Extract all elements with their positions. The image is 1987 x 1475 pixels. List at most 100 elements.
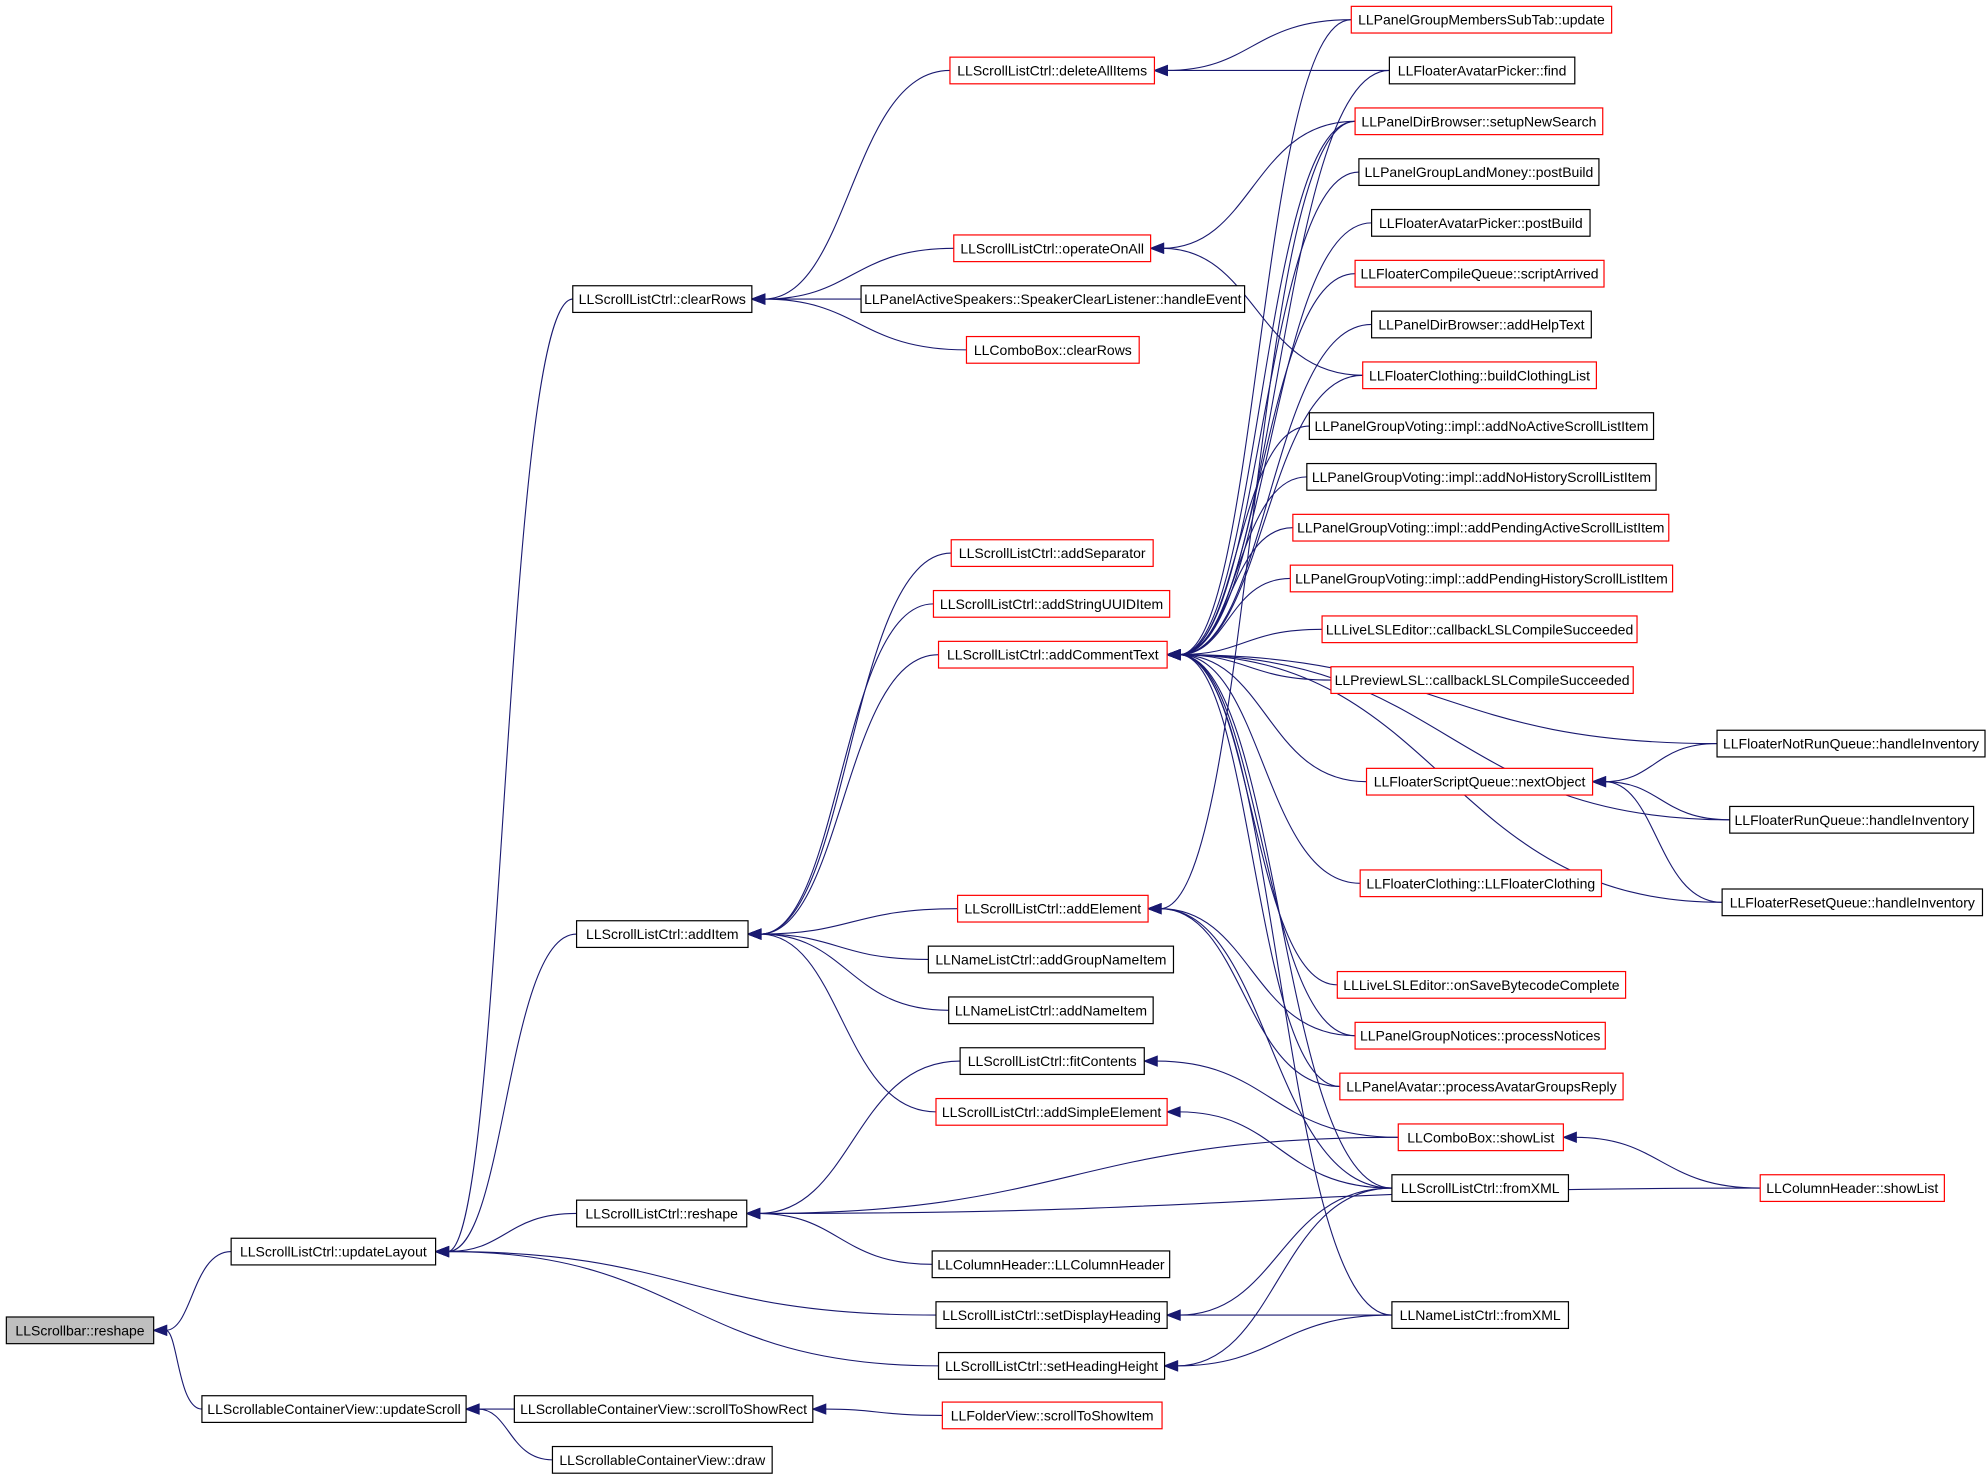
node-root[interactable]: LLScrollbar::reshape [5,1316,155,1345]
node-label: LLComboBox::showList [1407,1129,1554,1145]
node-clearRows[interactable]: LLScrollListCtrl::clearRows [572,285,753,314]
node-label: LLPanelAvatar::processAvatarGroupsReply [1346,1078,1616,1094]
node-setDisplayHeading[interactable]: LLScrollListCtrl::setDisplayHeading [935,1301,1168,1330]
node-addHelpText[interactable]: LLPanelDirBrowser::addHelpText [1370,310,1592,339]
node-addNoActive[interactable]: LLPanelGroupVoting::impl::addNoActiveScr… [1308,412,1655,441]
node-addCommentText[interactable]: LLScrollListCtrl::addCommentText [937,640,1168,669]
node-onSaveBytecode[interactable]: LLLiveLSLEditor::onSaveBytecodeComplete [1336,970,1627,999]
node-label: LLFloaterAvatarPicker::postBuild [1379,215,1583,231]
node-box [1365,767,1594,796]
edge-addStringUUID-to-addItem [760,603,934,935]
node-columnShowList[interactable]: LLColumnHeader::showList [1759,1174,1945,1203]
node-label: LLNameListCtrl::addGroupNameItem [935,951,1166,967]
node-box [937,1351,1166,1380]
node-comboClearRows[interactable]: LLComboBox::clearRows [965,335,1140,364]
edge-processNotices-to-addElement [1160,908,1356,1037]
node-fitContents[interactable]: LLScrollListCtrl::fitContents [959,1047,1145,1076]
edge-setDisplayHeading-to-updateLayout [447,1251,936,1316]
node-label: LLFloaterCompileQueue::scriptArrived [1360,266,1598,282]
node-addNameItem[interactable]: LLNameListCtrl::addNameItem [948,996,1154,1025]
node-label: LLLiveLSLEditor::onSaveBytecodeComplete [1343,977,1620,993]
edge-resetQueue-to-nextObject [1604,781,1723,903]
edge-notRunQueue-to-nextObject [1604,743,1718,783]
node-comboShowList[interactable]: LLComboBox::showList [1397,1123,1564,1152]
node-buildClothingList[interactable]: LLFloaterClothing::buildClothingList [1362,361,1597,390]
node-avatarPostBuild[interactable]: LLFloaterAvatarPicker::postBuild [1370,208,1591,237]
node-columnHeaderCtor[interactable]: LLColumnHeader::LLColumnHeader [931,1250,1171,1279]
node-box [1308,412,1655,441]
node-label: LLPanelActiveSpeakers::SpeakerClearListe… [864,291,1242,307]
node-addPendingHistory[interactable]: LLPanelGroupVoting::impl::addPendingHist… [1289,564,1674,593]
node-label: LLScrollableContainerView::updateScroll [207,1401,460,1417]
node-resetQueue[interactable]: LLFloaterResetQueue::handleInventory [1721,888,1984,917]
edge-arrowhead [811,1403,827,1415]
edge-notRunQueue-to-addCommentText [1179,654,1718,745]
edge-arrowhead [434,1245,450,1258]
node-label: LLPanelGroupVoting::impl::addNoActiveScr… [1315,418,1649,434]
node-deleteAllItems[interactable]: LLScrollListCtrl::deleteAllItems [949,56,1156,85]
node-box [1306,462,1657,491]
node-scrollToShowItem[interactable]: LLFolderView::scrollToShowItem [941,1401,1163,1430]
node-clothingCtor[interactable]: LLFloaterClothing::LLFloaterClothing [1359,869,1603,898]
node-scrollFromXML[interactable]: LLScrollListCtrl::fromXML [1391,1174,1570,1203]
node-addPendingActive[interactable]: LLPanelGroupVoting::impl::addPendingActi… [1292,513,1670,542]
node-reshape2[interactable]: LLScrollListCtrl::reshape [575,1199,748,1228]
node-nameFromXML[interactable]: LLNameListCtrl::fromXML [1391,1301,1570,1330]
node-setHeadingHeight[interactable]: LLScrollListCtrl::setHeadingHeight [937,1351,1166,1380]
node-box [948,996,1154,1025]
node-runQueue[interactable]: LLFloaterRunQueue::handleInventory [1729,805,1975,834]
node-setupNewSearch[interactable]: LLPanelDirBrowser::setupNewSearch [1354,107,1604,136]
edge-columnHeaderCtor-to-reshape2 [758,1212,933,1265]
node-box [965,335,1140,364]
node-speakerClear[interactable]: LLPanelActiveSpeakers::SpeakerClearListe… [860,285,1246,314]
node-previewCallback[interactable]: LLPreviewLSL::callbackLSLCompileSucceede… [1330,666,1634,695]
edge-arrowhead [152,1324,168,1337]
edge-columnShowList-to-comboShowList [1575,1136,1761,1189]
node-label: LLScrollListCtrl::fitContents [968,1053,1137,1069]
node-label: LLFolderView::scrollToShowItem [951,1407,1154,1423]
node-liveCallback[interactable]: LLLiveLSLEditor::callbackLSLCompileSucce… [1321,615,1638,644]
edge-arrowhead [750,293,766,305]
node-box [1397,1123,1564,1152]
edge-scrollFromXML-to-setHeadingHeight [1176,1187,1392,1367]
node-box [1336,970,1627,999]
node-addStringUUID[interactable]: LLScrollListCtrl::addStringUUIDItem [932,589,1171,618]
edge-addElement-to-addItem [760,908,958,935]
node-box [860,285,1246,314]
node-addNoHistory[interactable]: LLPanelGroupVoting::impl::addNoHistorySc… [1306,462,1657,491]
edge-columnShowList-to-reshape2 [758,1187,1761,1215]
node-box [201,1395,467,1423]
node-label: LLColumnHeader::showList [1766,1180,1938,1196]
edge-addPendingHistory-to-addCommentText [1179,577,1291,656]
edge-addHelpText-to-addCommentText [1179,323,1372,656]
node-label: LLFloaterScriptQueue::nextObject [1374,774,1586,790]
node-addElement[interactable]: LLScrollListCtrl::addElement [956,894,1149,923]
node-box [927,945,1175,974]
node-avatarFind[interactable]: LLFloaterAvatarPicker::find [1388,56,1576,85]
node-updateScroll[interactable]: LLScrollableContainerView::updateScroll [201,1395,467,1423]
node-membersUpdate[interactable]: LLPanelGroupMembersSubTab::update [1350,5,1613,34]
node-scrollToShowRect[interactable]: LLScrollableContainerView::scrollToShowR… [513,1395,814,1423]
node-label: LLScrollListCtrl::setHeadingHeight [945,1358,1158,1374]
node-scriptArrived[interactable]: LLFloaterCompileQueue::scriptArrived [1354,259,1605,288]
edge-updateScroll-to-root [165,1329,203,1410]
node-nextObject[interactable]: LLFloaterScriptQueue::nextObject [1365,767,1594,796]
node-processAvatarGroups[interactable]: LLPanelAvatar::processAvatarGroupsReply [1339,1072,1624,1101]
node-label: LLFloaterNotRunQueue::handleInventory [1723,736,1979,752]
node-notRunQueue[interactable]: LLFloaterNotRunQueue::handleInventory [1716,729,1986,758]
node-label: LLPanelGroupVoting::impl::addPendingActi… [1297,520,1664,536]
node-landMoneyPostBuild[interactable]: LLPanelGroupLandMoney::postBuild [1358,158,1600,187]
edge-arrowhead [1146,902,1162,915]
node-box [931,1250,1171,1279]
node-updateLayout[interactable]: LLScrollListCtrl::updateLayout [230,1237,437,1266]
node-addSeparator[interactable]: LLScrollListCtrl::addSeparator [950,539,1154,568]
edge-addSeparator-to-addItem [760,552,952,935]
node-addItem[interactable]: LLScrollListCtrl::addItem [575,920,749,949]
node-box [1358,158,1600,187]
node-draw[interactable]: LLScrollableContainerView::draw [551,1445,773,1474]
node-processNotices[interactable]: LLPanelGroupNotices::processNotices [1354,1021,1606,1050]
node-addGroupNameItem[interactable]: LLNameListCtrl::addGroupNameItem [927,945,1175,974]
node-operateOnAll[interactable]: LLScrollListCtrl::operateOnAll [953,234,1152,263]
edge-setupNewSearch-to-operateOnAll [1162,120,1356,249]
node-addSimpleElement[interactable]: LLScrollListCtrl::addSimpleElement [935,1097,1168,1126]
